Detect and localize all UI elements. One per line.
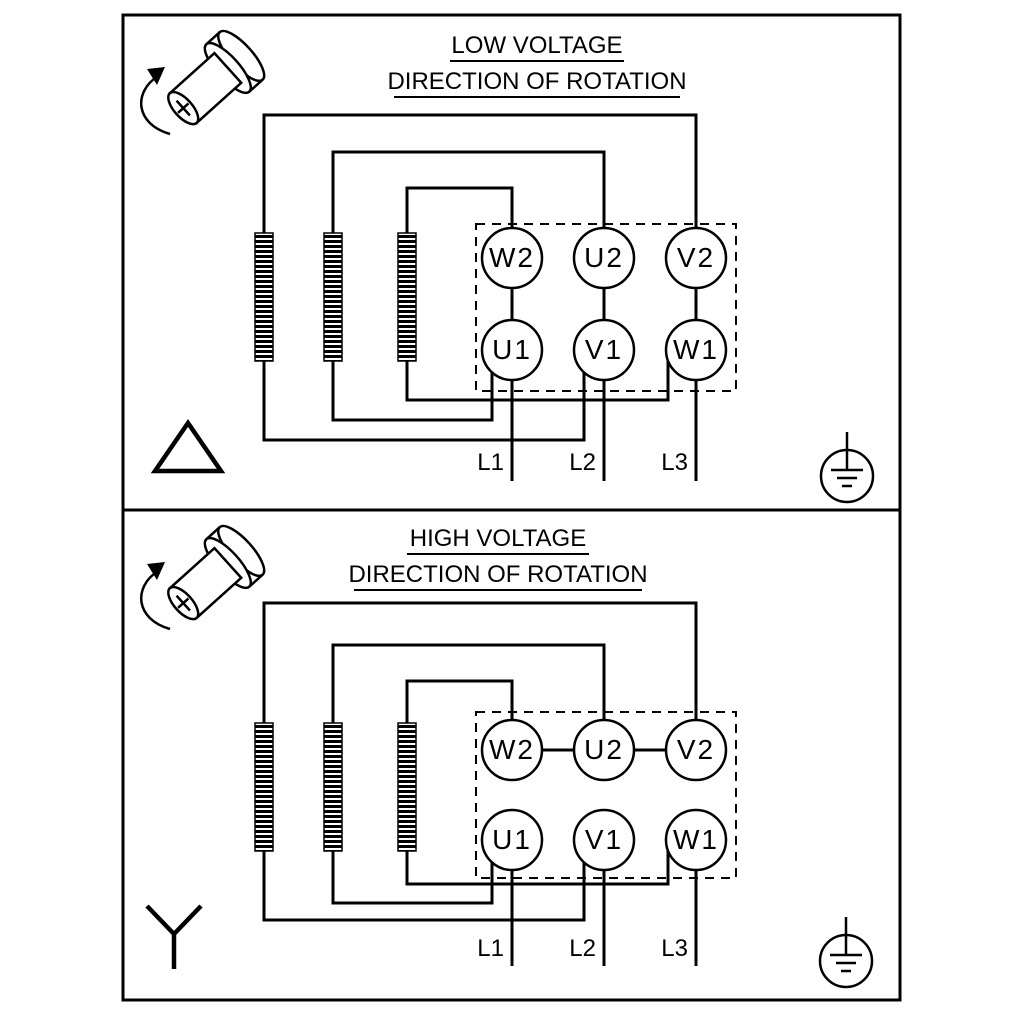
wire-coil3-to-W1 [405, 840, 670, 886]
motor-winding-coil-1 [254, 232, 274, 362]
panel-subtitle: DIRECTION OF ROTATION [348, 561, 647, 588]
supply-line-label: L2 [569, 935, 596, 962]
terminal-box [475, 711, 737, 879]
wire-coil2-to-U2 [331, 150, 606, 258]
terminal-W2 [480, 226, 544, 290]
terminal-label: W2 [489, 734, 535, 765]
terminal-label: W2 [489, 242, 535, 273]
wire-coil1-to-V1 [262, 840, 586, 922]
terminal-label: W1 [673, 824, 719, 855]
earth-ground-icon [818, 915, 874, 989]
terminal-label: V2 [677, 734, 715, 765]
wire-coil2-to-U1 [331, 350, 494, 422]
terminal-label: V1 [585, 824, 623, 855]
terminal-U2 [572, 718, 636, 782]
supply-line-label: L3 [661, 935, 688, 962]
terminal-V2 [664, 718, 728, 782]
terminal-label: U2 [584, 242, 624, 273]
terminal-label: V1 [585, 334, 623, 365]
terminal-box [475, 223, 737, 392]
panel-title: HIGH VOLTAGE [410, 525, 586, 552]
terminal-U2 [572, 226, 636, 290]
terminal-U1 [480, 808, 544, 872]
supply-line-label: L1 [477, 935, 504, 962]
terminal-U1 [480, 318, 544, 382]
panel-subtitle: DIRECTION OF ROTATION [387, 68, 686, 95]
wire-coil3-to-W2 [405, 186, 514, 258]
terminal-W1 [664, 318, 728, 382]
wire-coil2-to-U1 [331, 840, 494, 905]
wire-coil3-to-W1 [405, 350, 670, 402]
motor-winding-coil-1 [254, 722, 274, 852]
motor-winding-coil-2 [323, 232, 343, 362]
supply-line-label: L1 [477, 449, 504, 476]
low-voltage-panel: LOW VOLTAGE DIRECTION OF ROTATION [121, 13, 902, 512]
wire-coil1-to-V2 [262, 601, 698, 750]
terminal-V1 [572, 808, 636, 872]
rotating-shaft-icon [139, 518, 273, 635]
wire-coil1-to-V2 [262, 113, 698, 258]
terminal-V2 [664, 226, 728, 290]
motor-winding-coil-3 [397, 232, 417, 362]
terminal-V1 [572, 318, 636, 382]
earth-ground-icon [819, 430, 875, 504]
supply-line-label: L3 [661, 449, 688, 476]
supply-line-label: L2 [569, 449, 596, 476]
wire-coil1-to-V1 [262, 350, 586, 442]
wire-coil2-to-U2 [331, 643, 606, 750]
terminal-label: W1 [673, 334, 719, 365]
terminal-label: U1 [492, 824, 532, 855]
terminal-label: U2 [584, 734, 624, 765]
motor-winding-coil-3 [397, 722, 417, 852]
delta-connection-icon [150, 419, 226, 474]
terminal-W1 [664, 808, 728, 872]
rotating-shaft-icon [139, 23, 273, 140]
panel-frame [121, 508, 902, 1002]
star-connection-icon [145, 904, 203, 969]
wire-coil3-to-W2 [405, 679, 514, 750]
motor-winding-coil-2 [323, 722, 343, 852]
panel-title: LOW VOLTAGE [451, 32, 622, 59]
high-voltage-panel: HIGH VOLTAGE DIRECTION OF ROTATION [121, 508, 902, 1002]
terminal-label: U1 [492, 334, 532, 365]
terminal-label: V2 [677, 242, 715, 273]
terminal-W2 [480, 718, 544, 782]
